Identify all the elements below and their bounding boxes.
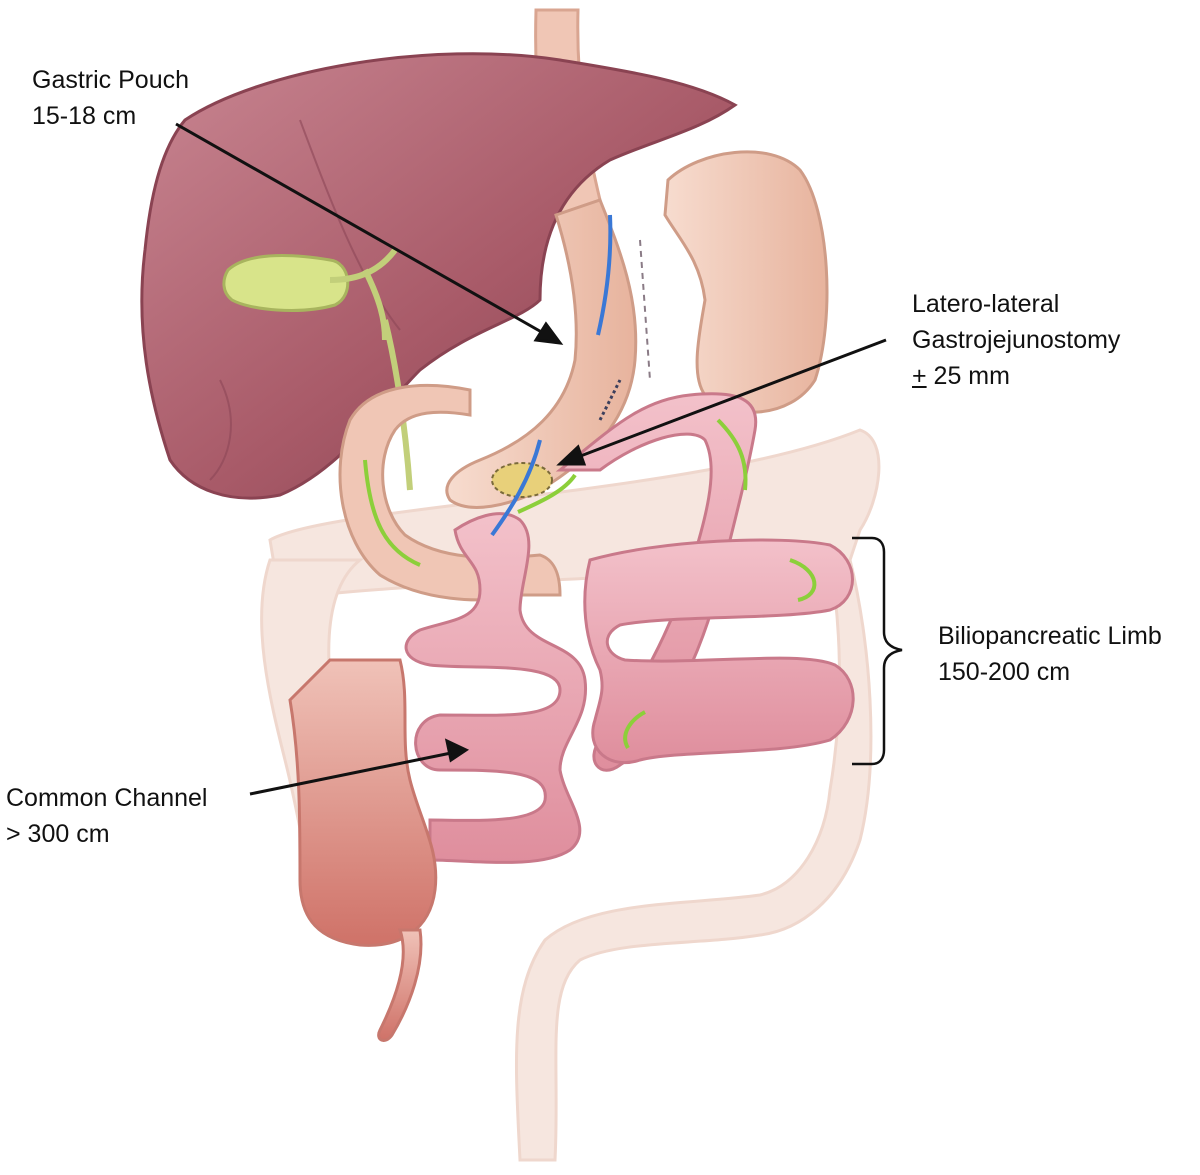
pointer-common-channel <box>249 750 457 796</box>
stomach-remnant <box>663 150 829 414</box>
label-common-channel-title: Common Channel <box>6 784 208 812</box>
label-gastrojejunostomy-size-value: 25 mm <box>926 362 1010 390</box>
gastric-pouch <box>445 198 638 509</box>
label-gastric-pouch-title: Gastric Pouch <box>32 66 190 94</box>
pointer-gastric-pouch-head <box>533 321 564 345</box>
small-bowel <box>404 392 855 864</box>
gallbladder <box>222 254 350 312</box>
plus-minus-sign: + <box>912 362 927 390</box>
label-gastrojejunostomy: Latero-lateral Gastrojejunostomy + 25 mm <box>912 286 1120 394</box>
liver <box>140 52 738 500</box>
pointer-gastrojejunostomy-head <box>556 444 587 466</box>
label-gastrojejunostomy-size: + 25 mm <box>912 358 1120 394</box>
food-flow-arrows <box>490 214 613 537</box>
label-biliopancreatic-limb-size: 150-200 cm <box>938 658 1071 686</box>
pointer-gastrojejunostomy <box>569 338 887 462</box>
label-common-channel: Common Channel > 300 cm <box>6 780 208 852</box>
label-gastrojejunostomy-line1: Latero-lateral <box>912 290 1060 318</box>
biliopancreatic-brace <box>852 536 903 766</box>
ascending-colon <box>288 658 438 1042</box>
anastomosis <box>491 462 553 498</box>
label-gastrojejunostomy-line2: Gastrojejunostomy <box>912 326 1121 354</box>
label-gastric-pouch: Gastric Pouch 15-18 cm <box>32 62 189 134</box>
label-biliopancreatic-limb-title: Biliopancreatic Limb <box>938 622 1162 650</box>
label-gastric-pouch-size: 15-18 cm <box>32 102 137 130</box>
label-biliopancreatic-limb: Biliopancreatic Limb 150-200 cm <box>938 618 1162 690</box>
bile-flow-arrows <box>363 418 817 750</box>
pointer-common-channel-head <box>444 738 470 763</box>
pointer-lines <box>175 122 887 796</box>
label-common-channel-size: > 300 cm <box>6 820 110 848</box>
pointer-gastric-pouch <box>175 122 553 340</box>
